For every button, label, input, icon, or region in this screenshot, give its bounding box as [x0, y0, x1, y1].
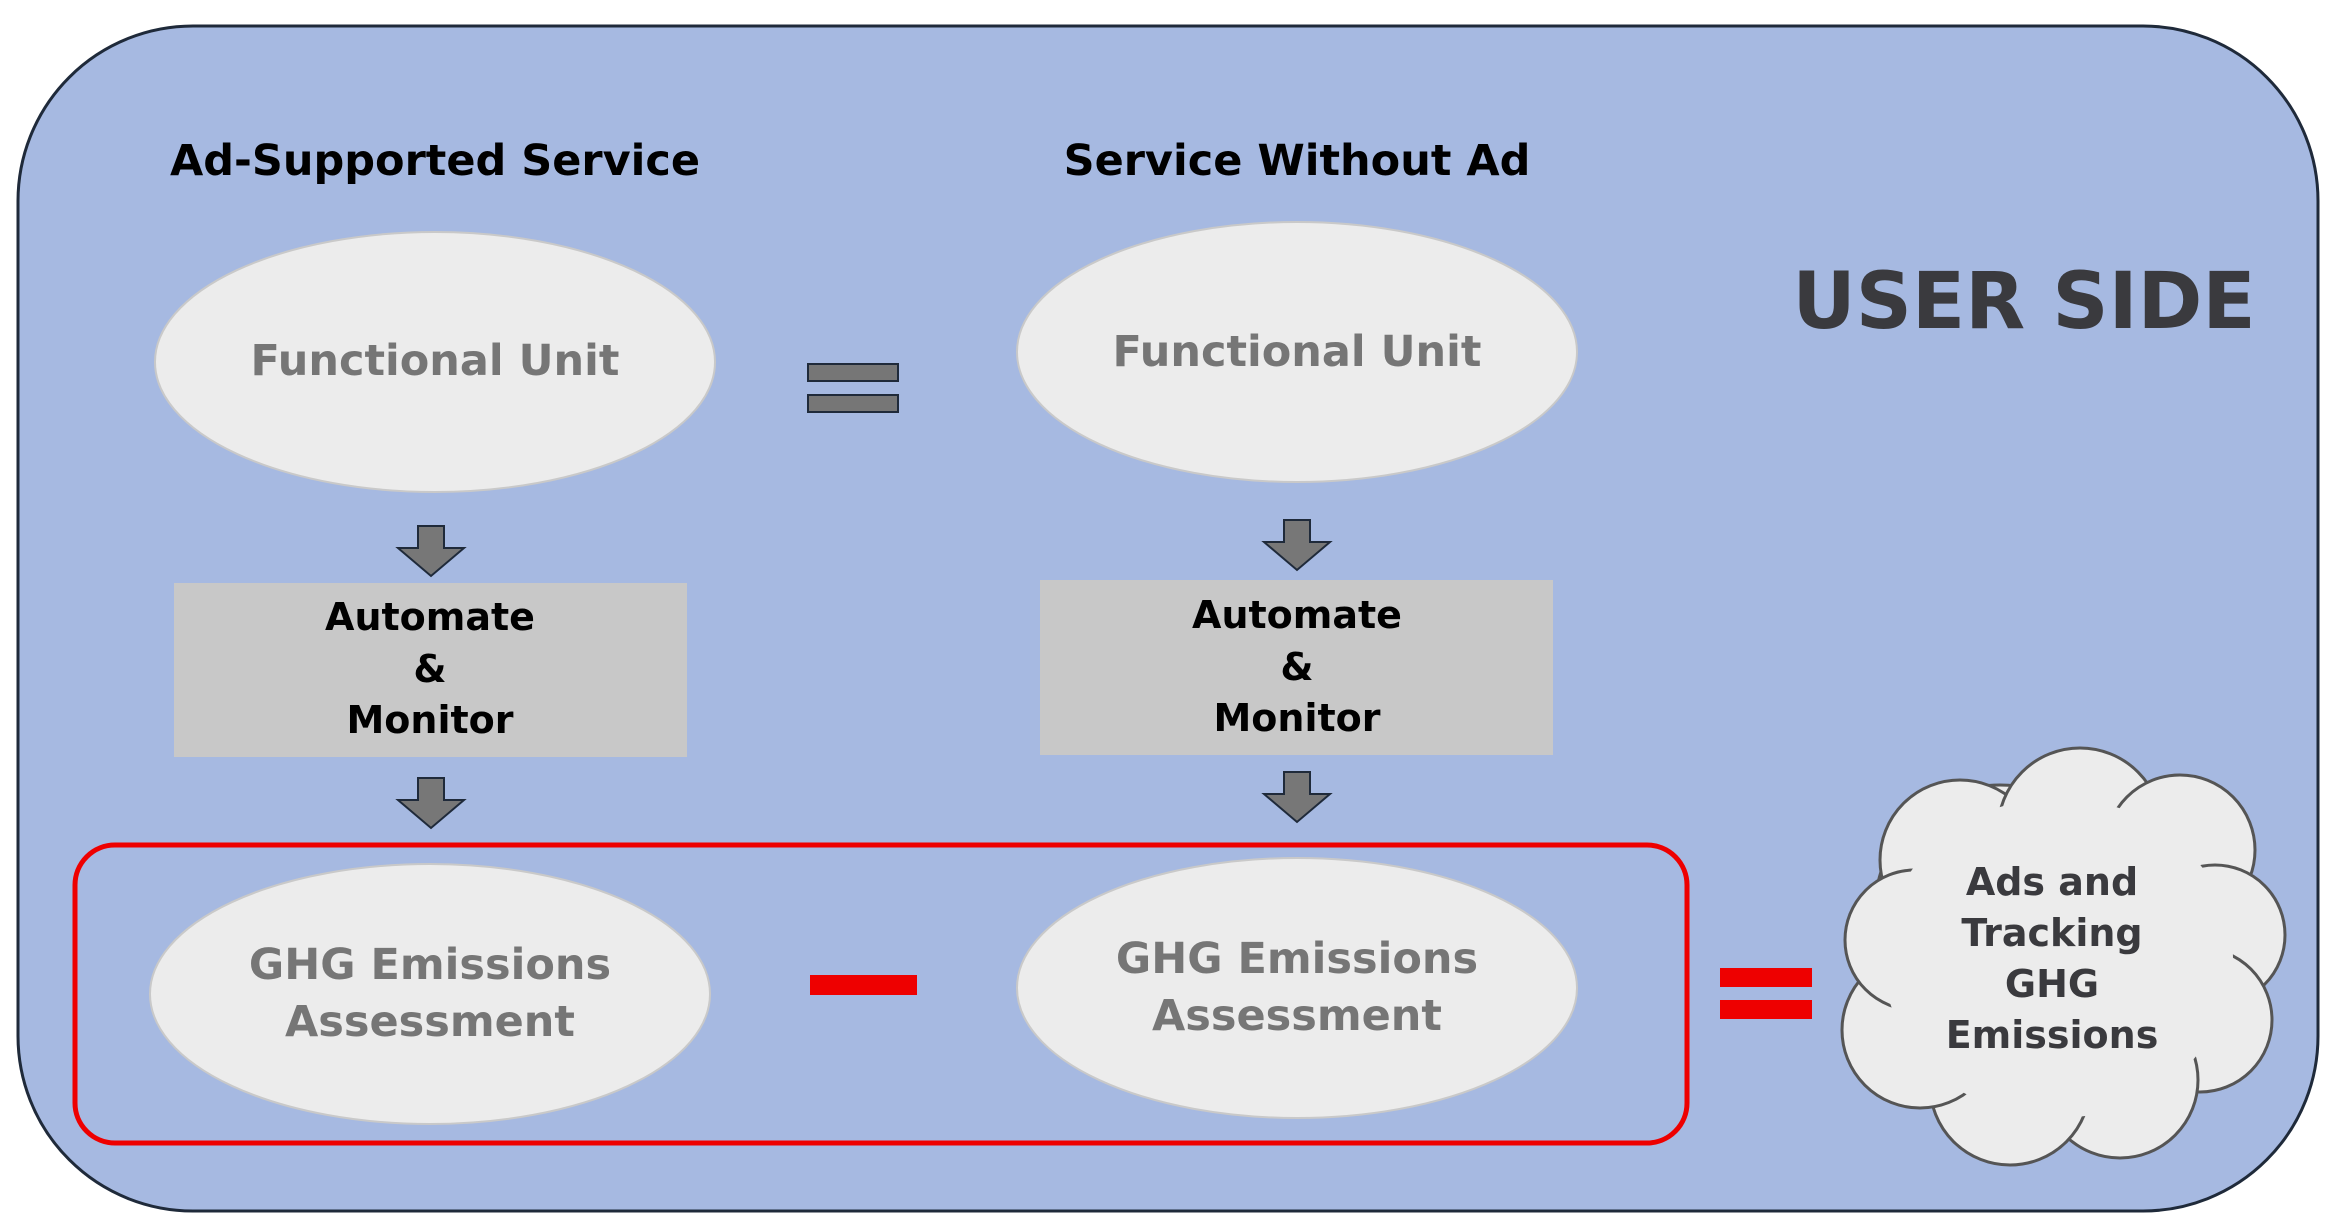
cloud-line-1: Ads and: [1966, 860, 2138, 904]
left-process-line-2: &: [413, 647, 446, 691]
right-process-line-3: Monitor: [1213, 696, 1380, 740]
right-column-header: Service Without Ad: [1064, 136, 1531, 186]
left-functional-unit-ellipse: [154, 231, 716, 493]
right-assessment-ellipse: [1016, 857, 1578, 1119]
cloud-line-3: GHG: [2005, 962, 2099, 1006]
cloud-shape: [1840, 746, 2287, 1167]
left-assessment-line-1: GHG Emissions: [249, 940, 611, 990]
right-assessment-line-1: GHG Emissions: [1116, 934, 1478, 984]
right-functional-unit-label: Functional Unit: [1113, 327, 1482, 377]
down-arrow-icon: [1261, 519, 1333, 572]
left-column-header: Ad-Supported Service: [170, 136, 700, 186]
down-arrow-icon: [395, 525, 467, 578]
equals-icon: [1720, 968, 1812, 1019]
right-assessment-line-2: Assessment: [1152, 991, 1442, 1041]
left-functional-unit-label: Functional Unit: [251, 336, 620, 386]
left-assessment-ellipse: [149, 863, 711, 1125]
user-side-label: USER SIDE: [1792, 257, 2255, 347]
right-process-line-1: Automate: [1192, 593, 1402, 637]
left-process-line-3: Monitor: [346, 698, 513, 742]
left-process-box: [174, 583, 687, 757]
cloud-line-2: Tracking: [1961, 911, 2142, 955]
right-process-box: [1040, 580, 1553, 755]
equals-icon: [807, 363, 899, 413]
right-functional-unit-ellipse: [1016, 221, 1578, 483]
minus-icon: [810, 975, 917, 995]
left-assessment-line-2: Assessment: [285, 997, 575, 1047]
left-process-line-1: Automate: [325, 595, 535, 639]
assessment-comparison-frame: [72, 842, 1690, 1146]
cloud-line-4: Emissions: [1946, 1013, 2159, 1057]
down-arrow-icon: [395, 777, 467, 830]
right-process-line-2: &: [1280, 645, 1313, 689]
down-arrow-icon: [1261, 771, 1333, 824]
